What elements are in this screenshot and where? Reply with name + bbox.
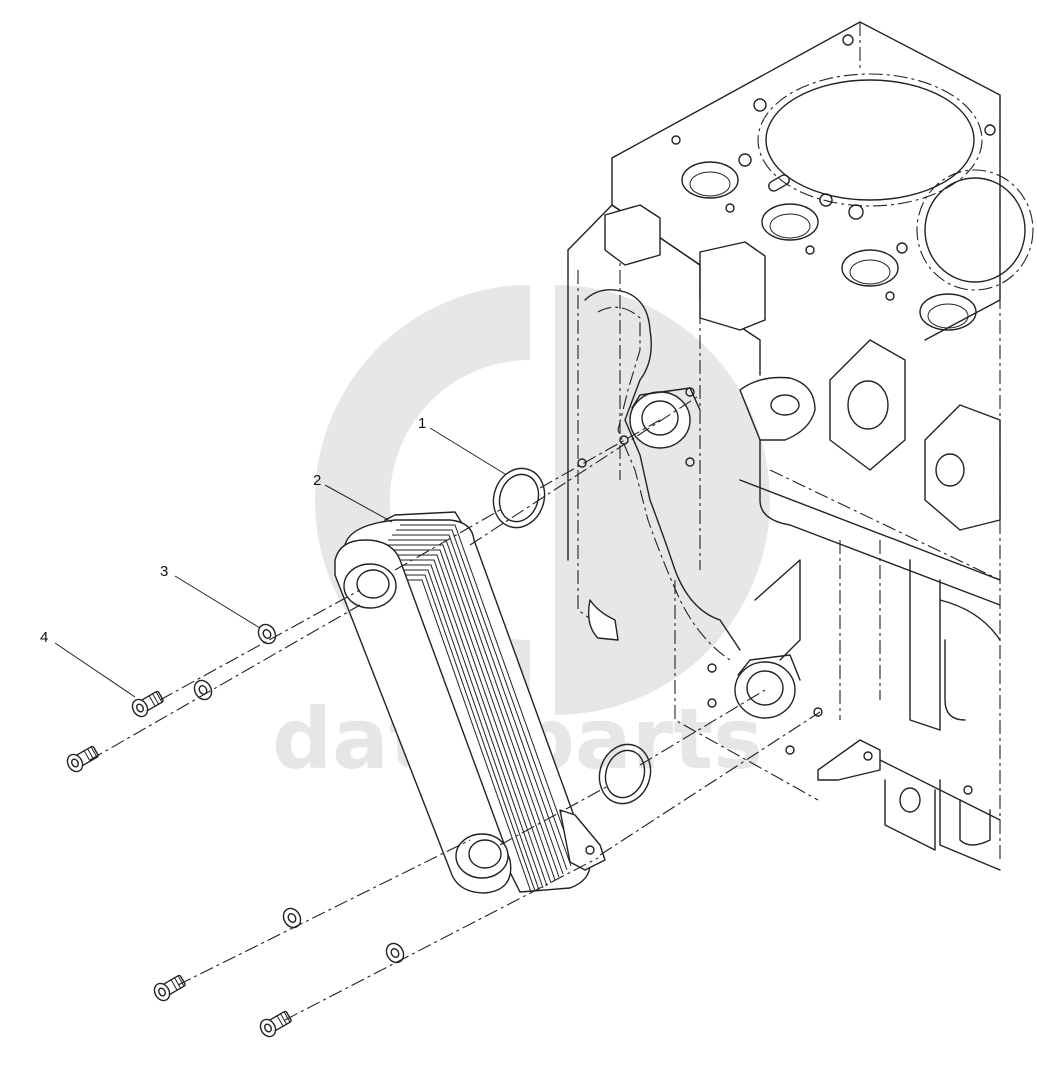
oil-cooler — [334, 511, 606, 894]
washer — [385, 942, 405, 964]
callouts: 1 2 3 4 — [40, 415, 506, 698]
gasket-upper — [492, 467, 546, 529]
gasket-lower — [598, 743, 652, 805]
callout-1-label: 1 — [418, 415, 426, 432]
washer — [193, 679, 213, 701]
callout-3-leader — [174, 575, 261, 629]
bolt — [259, 1010, 292, 1038]
bolts — [66, 690, 292, 1038]
bolt — [131, 690, 164, 718]
washer — [282, 907, 302, 929]
cooler-port-upper — [343, 563, 397, 609]
assembly-center-lines — [89, 394, 821, 1021]
bolt — [153, 974, 186, 1002]
callout-2-leader — [324, 484, 393, 523]
bolt — [66, 745, 99, 773]
callout-4-leader — [54, 642, 136, 698]
washer — [257, 623, 277, 645]
callout-3-label: 3 — [160, 563, 168, 580]
engine-block — [567, 21, 1034, 871]
callout-2-label: 2 — [313, 472, 321, 489]
washers — [193, 623, 405, 964]
callout-1-leader — [429, 427, 506, 475]
cooler-port-lower — [455, 833, 509, 879]
callout-4-label: 4 — [40, 629, 48, 646]
